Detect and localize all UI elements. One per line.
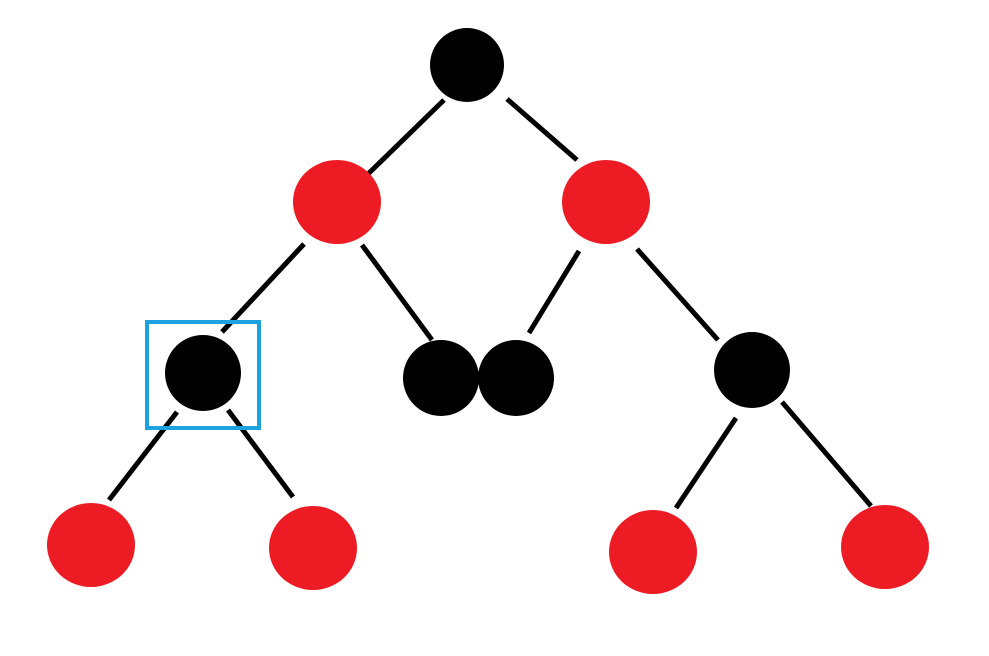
edge-root-r (505, 97, 579, 162)
node-ll-black (165, 335, 241, 411)
node-r-red (562, 160, 650, 244)
node-lll-red (47, 503, 135, 587)
node-rrl-red (609, 510, 697, 594)
nodes (47, 28, 929, 594)
edges (107, 97, 873, 510)
node-l-red (293, 160, 381, 244)
highlight-box (145, 320, 261, 430)
edge-ll-llr (225, 408, 296, 499)
edge-root-l (366, 98, 446, 176)
node-lr-black (403, 340, 479, 416)
edge-ll-lll (107, 410, 179, 502)
node-llr-red (269, 506, 357, 590)
node-rr-black (714, 332, 790, 408)
edge-r-rr (635, 247, 720, 342)
node-rl-black (478, 340, 554, 416)
edge-rr-rrl (673, 416, 739, 510)
node-rrr-red (841, 505, 929, 589)
edge-l-ll (220, 242, 306, 334)
highlight (145, 320, 261, 430)
edge-r-rl (526, 249, 582, 335)
node-root-black (430, 28, 504, 102)
edge-l-lr (359, 243, 435, 342)
edge-rr-rrr (780, 400, 873, 508)
